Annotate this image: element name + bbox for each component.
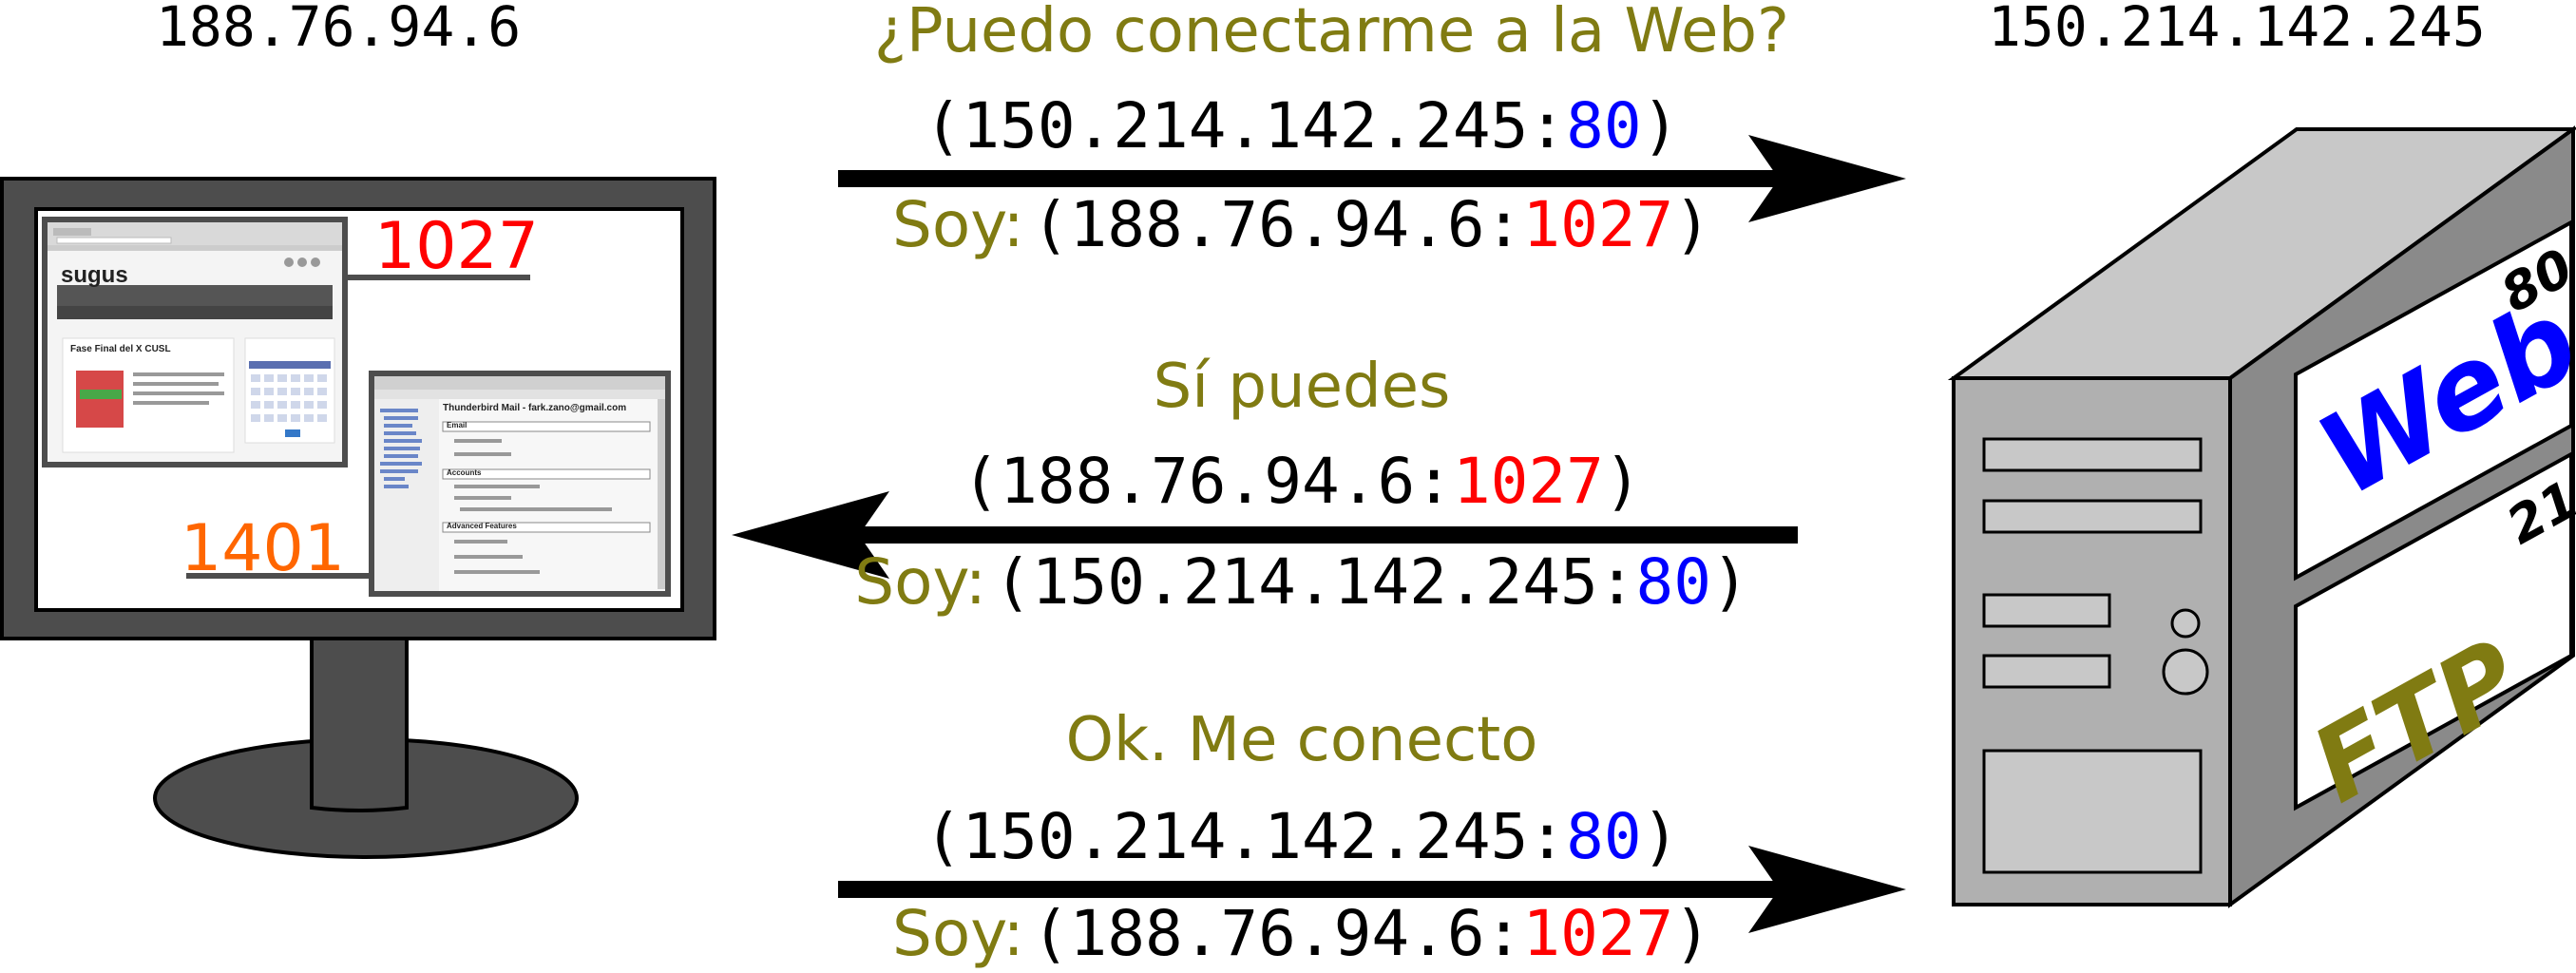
response-message-title: Sí puedes [1153,352,1451,422]
request-destination-ip: 150.214.142.245 [962,89,1529,162]
browser-port-label: 1027 [374,209,540,284]
request-source-ip: 188.76.94.6 [1069,188,1485,261]
connect-destination-ip: 150.214.142.245 [962,800,1529,873]
server-ip-label: 150.214.142.245 [1988,0,2486,59]
connect-soy-label: Soy: [891,897,1024,970]
connect-source: Soy:(188.76.94.6:1027) [891,897,1712,970]
response-destination: (188.76.94.6:1027) [962,445,1642,518]
drive-bay-3 [1982,593,2111,628]
mail-window [369,371,671,597]
request-arrow [838,135,1906,222]
response-destination-port: 1027 [1452,445,1604,518]
front-panel-vent [1982,749,2203,874]
browser-window [42,217,348,467]
request-message-title: ¿Puedo conectarme a la Web? [874,0,1789,67]
response-destination-ip: 188.76.94.6 [1000,445,1416,518]
power-button [2162,648,2209,696]
drive-bay-4 [1982,654,2111,689]
response-source-ip: 150.214.142.245 [1031,545,1598,619]
browser-page-heading: Fase Final del X CUSL [70,344,171,354]
monitor-stand [310,635,409,812]
connect-destination-port: 80 [1566,800,1642,873]
browser-logo: sugus [61,262,128,288]
power-led [2170,608,2201,639]
mail-port-label: 1401 [181,511,346,586]
drive-bay-1 [1982,437,2203,472]
connect-destination: (150.214.142.245:80) [924,800,1680,873]
mail-section-email: Email [447,421,467,429]
mail-section-accounts: Accounts [447,468,482,477]
client-computer [0,177,716,859]
server-tower [1947,125,2576,908]
request-source: Soy:(188.76.94.6:1027) [891,188,1712,261]
request-soy-label: Soy: [891,188,1024,261]
client-ip-label: 188.76.94.6 [156,0,522,59]
request-destination: (150.214.142.245:80) [924,89,1680,162]
response-arrow [732,491,1798,579]
connect-message-title: Ok. Me conecto [1065,705,1538,775]
drive-bay-2 [1982,499,2203,534]
response-source: Soy:(150.214.142.245:80) [854,545,1749,619]
response-source-port: 80 [1635,545,1712,619]
response-soy-label: Soy: [854,545,986,619]
request-source-port: 1027 [1522,188,1674,261]
connect-arrow [838,846,1906,933]
request-destination-port: 80 [1566,89,1642,162]
web-service-panel [2294,219,2573,582]
connect-source-port: 1027 [1522,897,1674,970]
ftp-service-panel [2294,450,2573,811]
mail-window-title: Thunderbird Mail - fark.zano@gmail.com [443,403,627,413]
connect-source-ip: 188.76.94.6 [1069,897,1485,970]
mail-section-advanced: Advanced Features [447,522,517,530]
